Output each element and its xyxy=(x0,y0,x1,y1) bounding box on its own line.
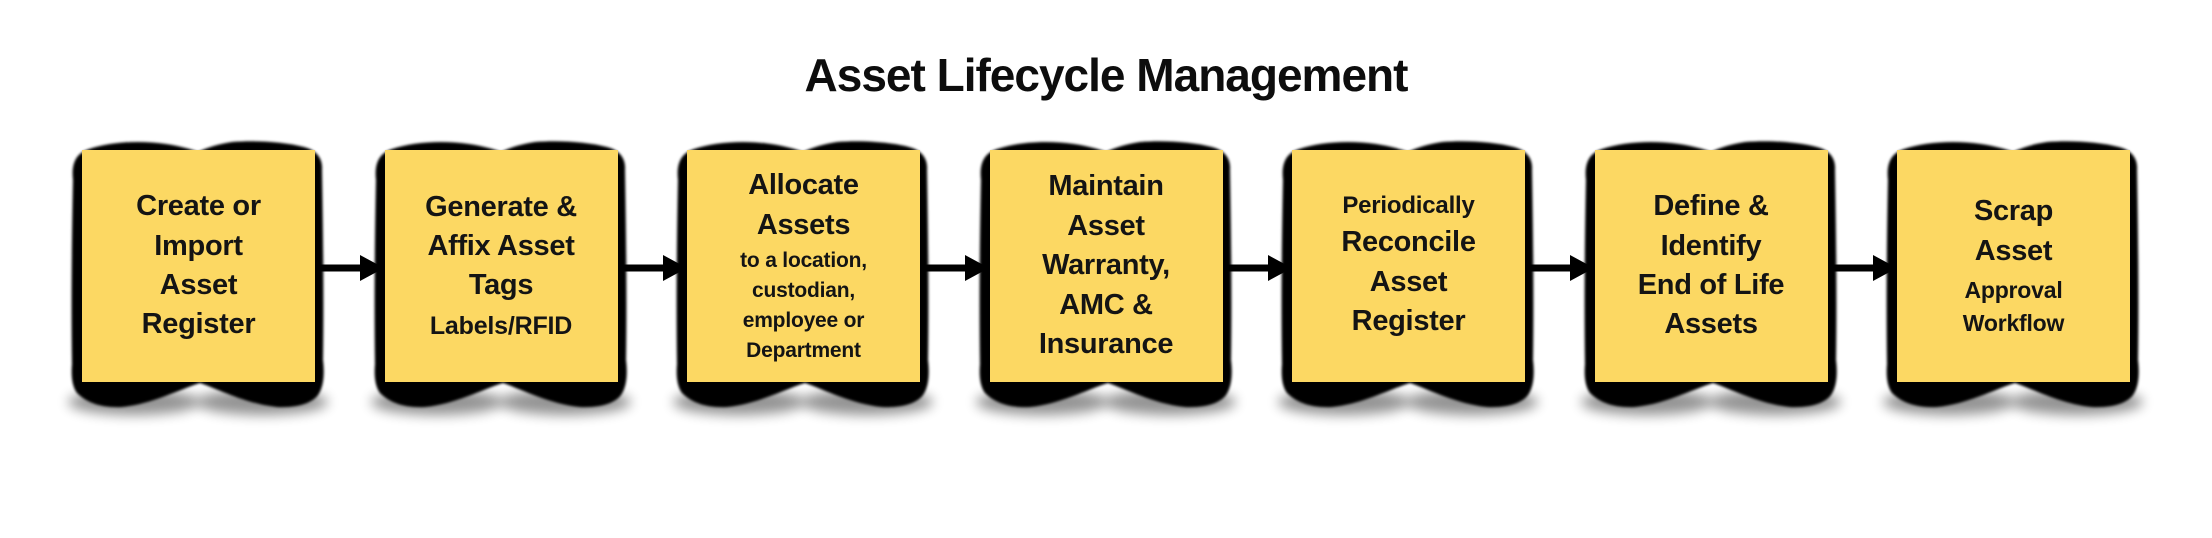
step-main-text: Allocate Assets xyxy=(748,169,859,241)
step-pre-text: Periodically xyxy=(1342,192,1475,220)
step-box: Create or Import Asset Register xyxy=(82,150,315,382)
step-sub-text: to a location, custodian, employee or De… xyxy=(740,249,867,362)
step-card-maintain-asset-warranty: Maintain Asset Warranty, AMC & Insurance xyxy=(975,141,1236,415)
step-box: Define & Identify End of Life Assets xyxy=(1594,150,1828,382)
step-box: Scrap Asset Approval Workflow xyxy=(1897,150,2130,382)
step-sub-text: Approval Workflow xyxy=(1962,277,2065,336)
diagram-title: Asset Lifecycle Management xyxy=(804,49,1409,101)
flow-arrow-icon xyxy=(1222,253,1292,283)
step-sub-text: Labels/RFID xyxy=(429,311,573,340)
step-main-text: Define & Identify End of Life Assets xyxy=(1637,190,1785,341)
step-main-text: Reconcile Asset Register xyxy=(1341,226,1476,338)
flow-arrow-icon xyxy=(1827,253,1897,283)
step-main-text: Create or Import Asset Register xyxy=(136,190,261,341)
step-card-define-identify-end-of-life: Define & Identify End of Life Assets xyxy=(1580,141,1841,415)
step-main-text: Scrap Asset xyxy=(1973,195,2054,267)
step-card-periodically-reconcile-asset-register: Periodically Reconcile Asset Register xyxy=(1278,141,1538,415)
step-card-generate-affix-asset-tags: Generate & Affix Asset Tags Labels/RFID xyxy=(370,141,631,415)
step-box: Maintain Asset Warranty, AMC & Insurance xyxy=(989,150,1223,382)
flow-arrow-icon xyxy=(920,253,990,283)
step-card-allocate-assets: Allocate Assets to a location, custodian… xyxy=(673,141,933,415)
step-card-scrap-asset: Scrap Asset Approval Workflow xyxy=(1883,141,2143,415)
step-main-text: Maintain Asset Warranty, AMC & Insurance xyxy=(1038,170,1174,361)
flow-row: Create or Import Asset Register Generate… xyxy=(68,141,2143,415)
step-main-text: Generate & Affix Asset Tags xyxy=(425,190,577,302)
step-card-create-import-asset-register: Create or Import Asset Register xyxy=(68,141,328,415)
step-box: Generate & Affix Asset Tags Labels/RFID xyxy=(384,150,618,382)
step-box: Periodically Reconcile Asset Register xyxy=(1292,150,1525,382)
flow-arrow-icon xyxy=(1525,253,1595,283)
flow-arrow-icon xyxy=(617,253,687,283)
flow-arrow-icon xyxy=(315,253,385,283)
step-box: Allocate Assets to a location, custodian… xyxy=(687,150,920,382)
